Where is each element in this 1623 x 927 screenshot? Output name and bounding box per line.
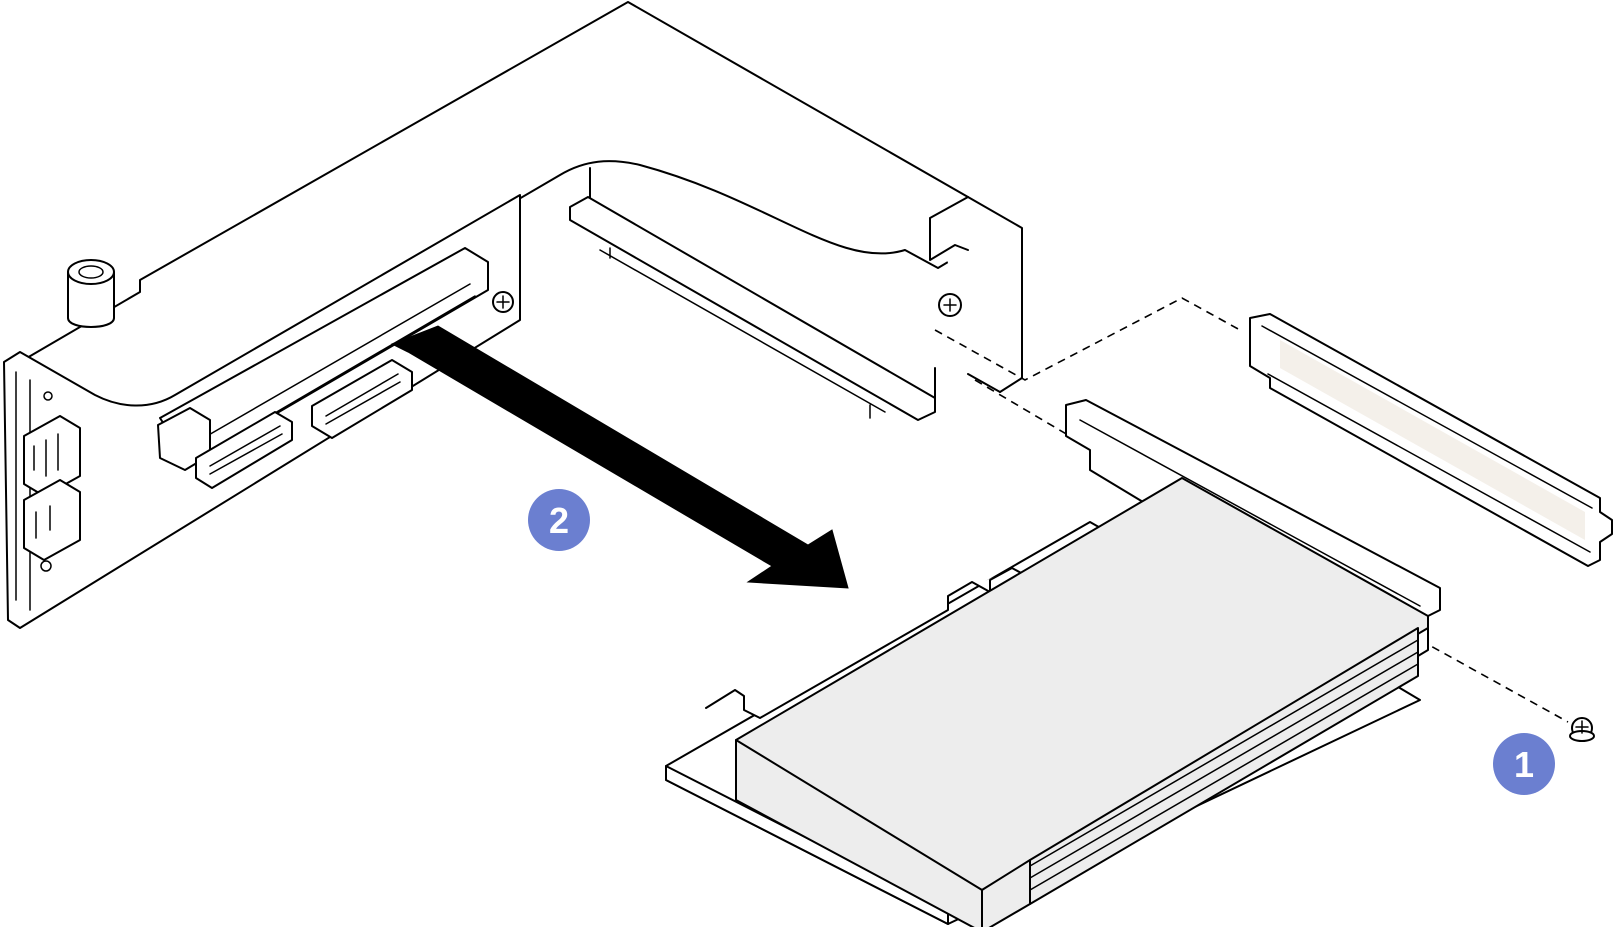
alignment-lines xyxy=(934,297,1569,723)
screw-icon xyxy=(1569,717,1595,742)
callout-2-badge xyxy=(528,489,590,551)
standoff-post xyxy=(67,259,115,328)
adapter-heatsink-front xyxy=(735,739,983,927)
power-connector-top xyxy=(23,415,81,497)
callout-1-label: 1 xyxy=(1514,744,1534,785)
callout-1-badge xyxy=(1493,733,1555,795)
callout-1: 1 xyxy=(1493,733,1555,795)
riser-cage-bracket-holder xyxy=(929,196,1023,393)
riser-cage-ledge xyxy=(569,196,936,421)
cage-screw-left xyxy=(492,291,514,313)
cage-screw-right xyxy=(938,293,962,317)
callout-2-label: 2 xyxy=(549,500,569,541)
removal-direction-arrow xyxy=(390,325,849,589)
pcie-adapter-card xyxy=(665,399,1441,927)
filler-bracket xyxy=(1249,313,1613,567)
callout-2: 2 xyxy=(528,489,590,551)
power-connector-bottom xyxy=(23,479,81,561)
riser-cage xyxy=(3,1,1023,629)
